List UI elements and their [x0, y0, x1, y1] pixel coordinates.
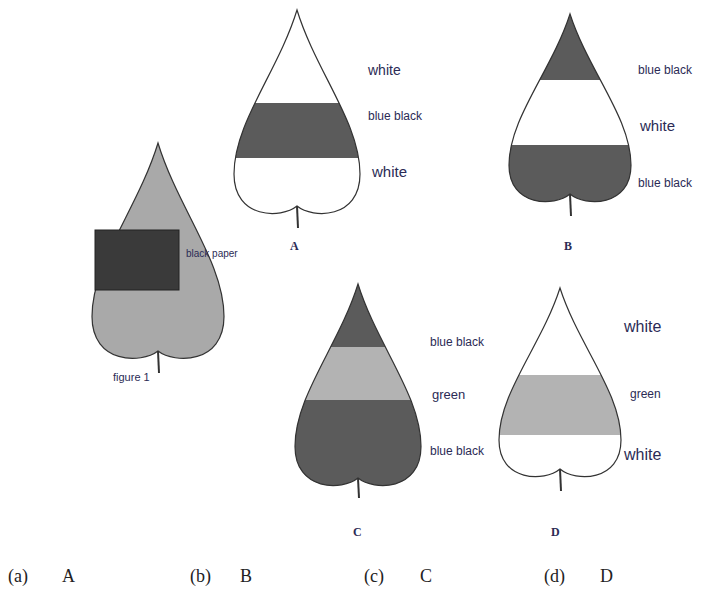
option-marker: (d) — [544, 566, 565, 587]
band-label: white — [372, 163, 407, 180]
part-label: black paper — [186, 248, 238, 260]
band-label: white — [368, 62, 401, 78]
option-answer: B — [240, 566, 252, 587]
leaf-stalk — [560, 469, 561, 491]
band-label: blue black — [430, 445, 484, 459]
option-answer: D — [600, 566, 613, 587]
leaf-outline — [295, 284, 421, 486]
option-answer: C — [420, 566, 432, 587]
starch-band — [290, 0, 426, 347]
leaf-stalk — [297, 206, 298, 228]
starch-band — [229, 103, 365, 158]
figure-caption: figure 1 — [113, 371, 150, 384]
leaf — [504, 0, 636, 260]
option-marker: (c) — [364, 566, 384, 587]
leaf-outline — [509, 14, 631, 202]
black-paper — [95, 230, 179, 290]
leaf — [494, 288, 626, 491]
starch-band — [504, 0, 636, 80]
band-label: white — [624, 318, 661, 336]
leaf — [290, 0, 426, 560]
starch-band — [290, 347, 426, 400]
band-label: blue black — [430, 336, 484, 350]
band-label: blue black — [638, 177, 692, 191]
starch-band — [504, 145, 636, 260]
leaf-letter: D — [551, 526, 560, 540]
band-label: green — [630, 388, 661, 402]
band-label: white — [624, 446, 661, 464]
leaf-letter: C — [353, 526, 362, 540]
starch-band — [494, 375, 626, 435]
leaf-stalk — [570, 194, 571, 216]
option-answer: A — [62, 566, 75, 587]
option-marker: (b) — [190, 566, 211, 587]
leaf-stalk — [358, 478, 359, 498]
leaf — [229, 10, 365, 228]
band-label: blue black — [368, 110, 422, 124]
leaf-letter: B — [564, 240, 572, 254]
leaf-stalk — [158, 351, 159, 373]
option-marker: (a) — [8, 566, 28, 587]
band-label: blue black — [638, 64, 692, 78]
band-label: green — [432, 388, 465, 403]
starch-band — [290, 400, 426, 560]
band-label: white — [640, 117, 675, 134]
leaf-outline — [234, 10, 360, 214]
leaf-outline — [499, 288, 621, 477]
leaf-letter: A — [290, 240, 299, 254]
